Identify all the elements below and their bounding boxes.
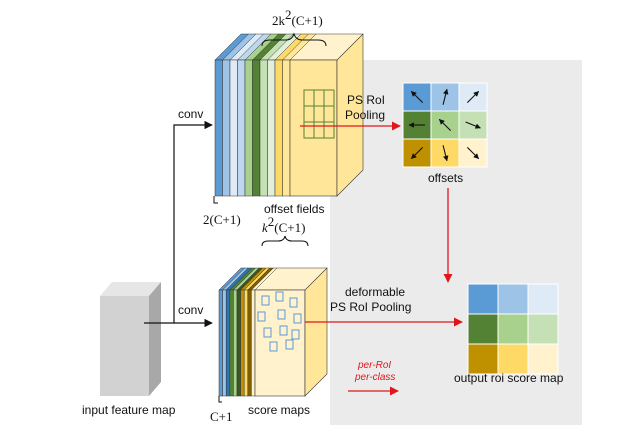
offsets-cell [430,82,460,112]
offset-fields-stack [214,33,364,197]
output-cell [467,283,499,315]
score-maps-top-brace [261,235,309,247]
output-cell [497,313,529,345]
legend-per-class: per-class [354,372,395,383]
arrow-down-right-icon [466,146,480,160]
offset-fields-depth-marker [213,196,218,204]
offsets-grid [402,82,488,168]
offsets-label: offsets [428,171,463,185]
arrow-up-right-icon [466,90,480,104]
ps-roi-pooling-label-line1: PS RoI [347,93,385,107]
offset-fields-roi-grid [303,89,335,139]
offsets-cell [430,138,460,168]
input-feature-map-block [100,282,161,396]
score-maps-label: score maps [248,403,310,417]
output-cell [497,343,529,375]
score-maps-stack [218,267,328,397]
output-cell [527,283,559,315]
offset-fields-label: offset fields [264,202,324,216]
output-roi-score-map-grid [467,283,559,375]
legend-per-roi: per-RoI [357,360,391,371]
output-cell [527,343,559,375]
output-cell [467,313,499,345]
score-maps-depth-marker [218,396,222,403]
offset-fields-dims: 2(C+1) [203,212,241,227]
offset-fields-top-dims: 2k2(C+1) [272,7,323,28]
arrow-down-icon [442,145,449,162]
output-roi-score-map-label: output roi score map [454,371,564,385]
offsets-cell [458,82,488,112]
conv-bottom-label: conv [178,303,203,317]
deformable-label-line2: PS RoI Pooling [330,300,411,314]
score-maps-c1: C+1 [210,409,233,424]
offsets-cell [458,138,488,168]
arrow-up-left-icon [438,118,452,132]
score-maps-top-dims: k2(C+1) [262,214,305,235]
offsets-cell [402,110,432,140]
conv-top-arrow [144,120,213,324]
conv-top-label: conv [178,107,203,121]
offset-fields-top-brace [261,32,327,47]
deformable-label-line1: deformable [345,285,405,299]
arrow-down-left-icon [410,146,424,160]
ps-roi-pooling-label-line2: Pooling [345,108,385,122]
offsets-cell [402,82,432,112]
input-feature-map-label: input feature map [82,403,176,417]
arrow-up-left-icon [410,90,424,104]
offsets-cell [430,110,460,140]
score-maps-deformed-patches [257,291,302,352]
output-cell [497,283,529,315]
offsets-cell [402,138,432,168]
arrow-up-icon [442,88,449,105]
offsets-cell [458,110,488,140]
output-cell [467,343,499,375]
output-cell [527,313,559,345]
arrow-right-icon [465,121,481,129]
score-maps-front-layer [254,267,328,397]
